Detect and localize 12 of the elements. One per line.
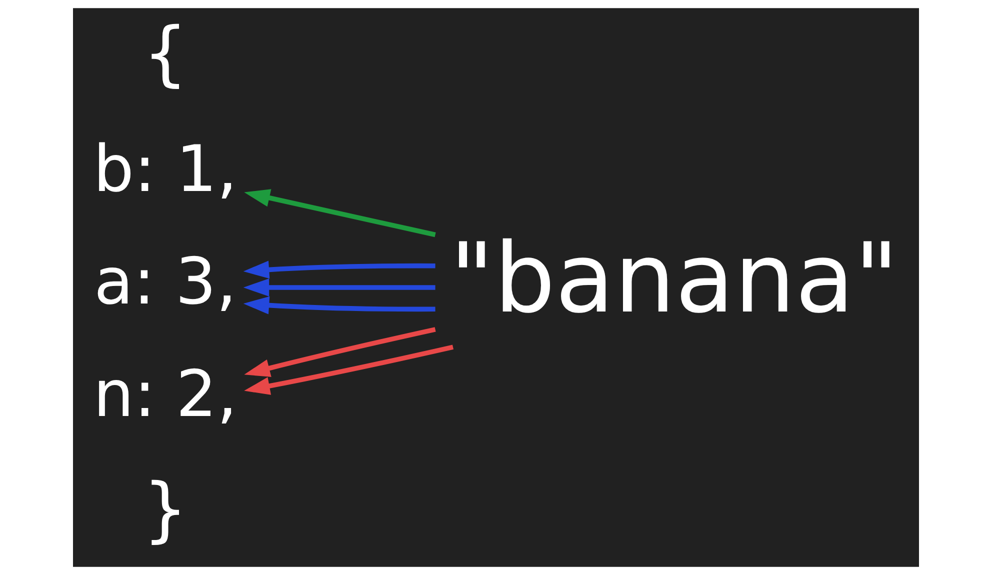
node-text: b: 1, bbox=[93, 132, 238, 208]
node-text: a: 3, bbox=[94, 244, 237, 320]
arrow bbox=[244, 327, 436, 377]
arrow bbox=[243, 260, 436, 279]
arrow bbox=[243, 278, 436, 297]
node-text: "banana" bbox=[450, 222, 899, 335]
arrow bbox=[244, 344, 454, 395]
arrow bbox=[243, 296, 436, 314]
node-text: n: 2, bbox=[93, 356, 238, 432]
label: } bbox=[142, 467, 188, 550]
arrow bbox=[244, 189, 436, 238]
label: { bbox=[142, 12, 188, 95]
